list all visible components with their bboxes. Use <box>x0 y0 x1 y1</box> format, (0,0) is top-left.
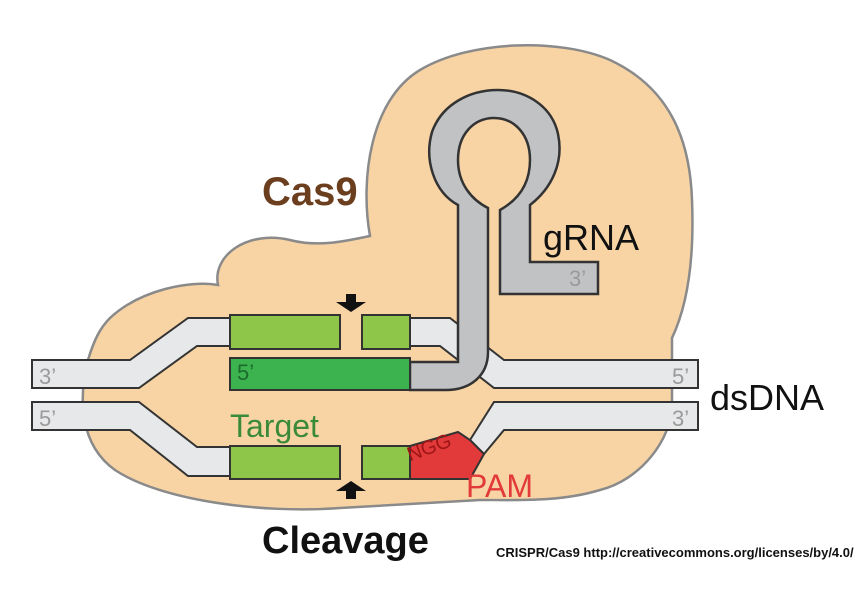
guide-spacer <box>229 357 411 391</box>
strand-end-bottom-right: 3’ <box>672 406 690 431</box>
grna-label: gRNA <box>543 217 640 258</box>
cleavage-arrow-bottom <box>336 481 366 499</box>
cleavage-arrow-top <box>336 294 366 312</box>
dsdna-label: dsDNA <box>710 377 825 418</box>
target-segment-top-right <box>361 314 411 350</box>
target-segment-bottom-left <box>229 445 341 480</box>
strand-end-top-right: 5’ <box>672 364 690 389</box>
cas9-label: Cas9 <box>262 170 358 214</box>
cleavage-label: Cleavage <box>262 520 429 562</box>
pam-label: PAM <box>466 468 533 504</box>
strand-end-top-left: 3’ <box>39 364 57 389</box>
grna-hairpin <box>408 88 600 392</box>
target-label: Target <box>230 408 319 444</box>
guide-5-prime-label: 5’ <box>237 360 255 385</box>
target-segment-bottom-right <box>361 445 411 480</box>
pam-segment <box>409 430 486 480</box>
license-credit: CRISPR/Cas9 http://creativecommons.org/l… <box>496 545 854 560</box>
grna-3-prime-label: 3’ <box>569 266 587 291</box>
target-segment-top-left <box>229 314 341 350</box>
strand-end-bottom-left: 5’ <box>39 406 57 431</box>
